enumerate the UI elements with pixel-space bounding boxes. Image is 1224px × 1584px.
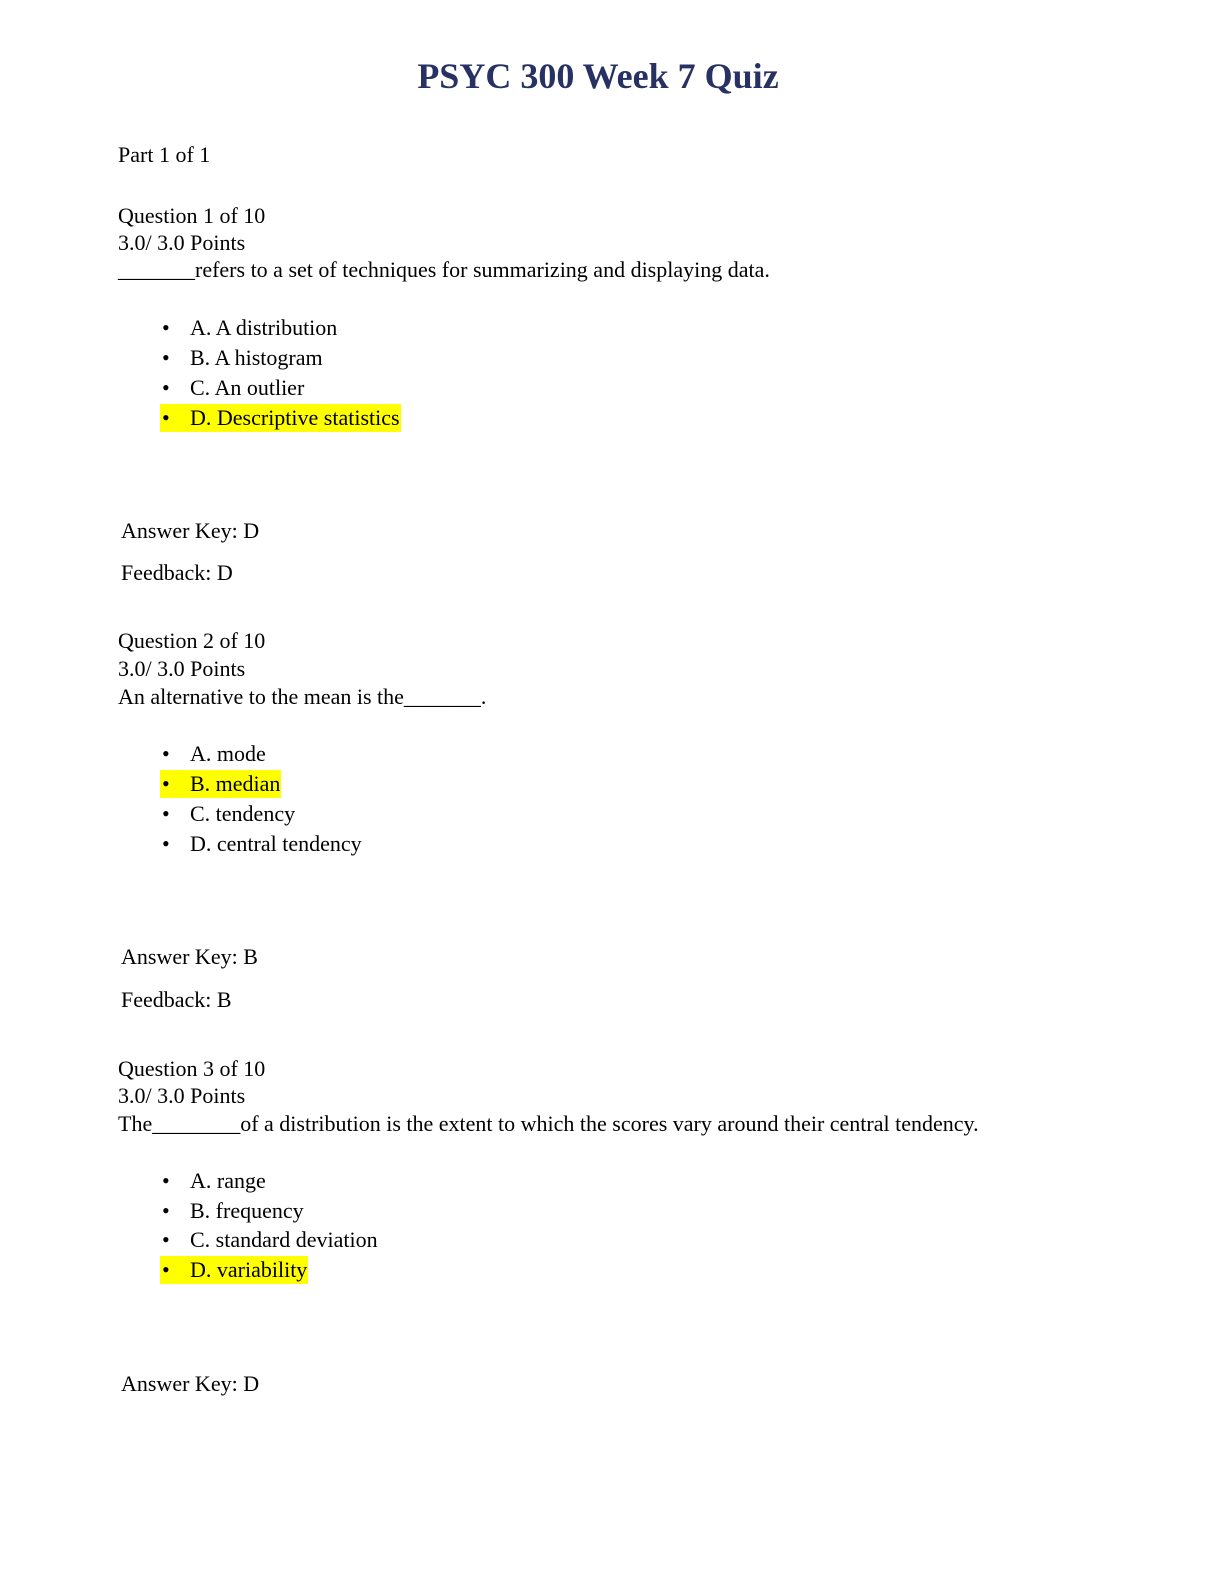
document-title: PSYC 300 Week 7 Quiz bbox=[417, 56, 779, 96]
option-label: D. Descriptive statistics bbox=[190, 405, 400, 430]
bullet-icon: • bbox=[162, 801, 170, 826]
option-label: B. frequency bbox=[190, 1198, 304, 1223]
answer-key: Answer Key: D bbox=[121, 1371, 260, 1396]
question-text: _______refers to a set of techniques for… bbox=[118, 257, 770, 282]
option-label: A. range bbox=[190, 1168, 266, 1193]
answer-option: • C. standard deviation bbox=[160, 1226, 379, 1254]
question-points: 3.0/ 3.0 Points bbox=[118, 1083, 246, 1108]
answer-option: • D. variability bbox=[160, 1256, 309, 1284]
bullet-icon: • bbox=[162, 1168, 170, 1193]
question-header: Question 3 of 10 bbox=[118, 1056, 266, 1081]
answer-option: • A. mode bbox=[160, 740, 267, 768]
option-label: B. A histogram bbox=[190, 345, 323, 370]
question-header: Question 1 of 10 bbox=[118, 203, 266, 228]
bullet-icon: • bbox=[162, 771, 170, 796]
bullet-icon: • bbox=[162, 741, 170, 766]
feedback: Feedback: D bbox=[121, 560, 233, 585]
answer-key: Answer Key: D bbox=[121, 518, 260, 543]
answer-option: • A. range bbox=[160, 1167, 267, 1195]
option-label: B. median bbox=[190, 771, 281, 796]
answer-option: • B. frequency bbox=[160, 1197, 305, 1225]
question-points: 3.0/ 3.0 Points bbox=[118, 230, 246, 255]
question-header: Question 2 of 10 bbox=[118, 628, 266, 653]
part-label: Part 1 of 1 bbox=[118, 142, 211, 167]
option-label: A. mode bbox=[190, 741, 266, 766]
option-label: D. central tendency bbox=[190, 831, 362, 856]
answer-option: • B. median bbox=[160, 770, 282, 798]
option-label: C. An outlier bbox=[190, 375, 305, 400]
answer-option: • C. tendency bbox=[160, 800, 296, 828]
question-text: An alternative to the mean is the_______… bbox=[118, 684, 487, 709]
bullet-icon: • bbox=[162, 1257, 170, 1282]
option-label: C. tendency bbox=[190, 801, 296, 826]
answer-option: • C. An outlier bbox=[160, 374, 305, 402]
option-label: D. variability bbox=[190, 1257, 308, 1282]
bullet-icon: • bbox=[162, 345, 170, 370]
bullet-icon: • bbox=[162, 831, 170, 856]
question-text: The________of a distribution is the exte… bbox=[118, 1111, 979, 1136]
answer-option: • D. Descriptive statistics bbox=[160, 404, 401, 432]
bullet-icon: • bbox=[162, 1227, 170, 1252]
answer-key: Answer Key: B bbox=[121, 944, 258, 969]
feedback: Feedback: B bbox=[121, 987, 232, 1012]
bullet-icon: • bbox=[162, 375, 170, 400]
bullet-icon: • bbox=[162, 405, 170, 430]
option-label: A. A distribution bbox=[190, 315, 338, 340]
answer-option: • B. A histogram bbox=[160, 344, 324, 372]
answer-option: • D. central tendency bbox=[160, 830, 363, 858]
bullet-icon: • bbox=[162, 315, 170, 340]
option-label: C. standard deviation bbox=[190, 1227, 378, 1252]
bullet-icon: • bbox=[162, 1198, 170, 1223]
answer-option: • A. A distribution bbox=[160, 314, 338, 342]
question-points: 3.0/ 3.0 Points bbox=[118, 656, 246, 681]
